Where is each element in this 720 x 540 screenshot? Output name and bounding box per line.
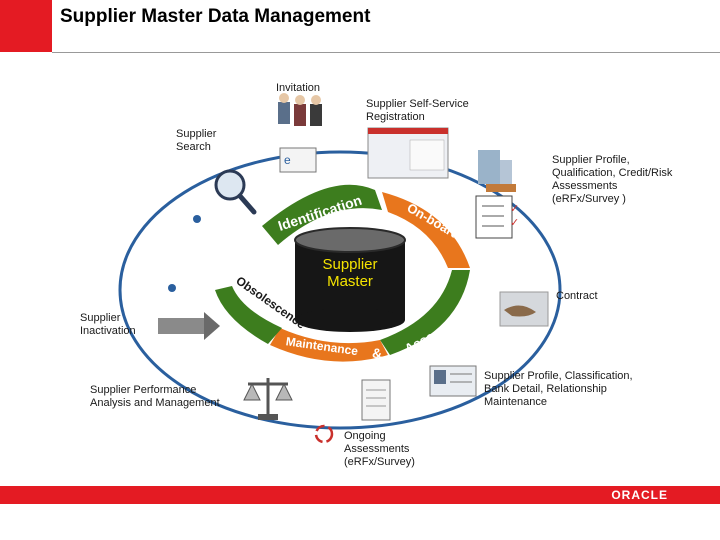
- svg-text:✓: ✓: [510, 202, 519, 215]
- page-title: Supplier Master Data Management: [60, 6, 371, 27]
- label-classification-line3: Maintenance: [484, 396, 547, 408]
- master-label-line1: Supplier: [322, 256, 378, 273]
- checklist-icon: ✓ ✓: [475, 195, 519, 239]
- label-self-service-line2: Registration: [366, 111, 425, 123]
- supplier-master-label: Supplier Master: [300, 256, 400, 290]
- label-profile-line4: (eRFx/Survey ): [552, 193, 626, 205]
- label-performance-line1: Supplier Performance: [90, 384, 197, 396]
- label-self-service-registration: Supplier Self-Service Registration: [366, 98, 469, 124]
- building-icon: [478, 150, 516, 192]
- identification-arc: [262, 184, 382, 245]
- onboarding-arc: [382, 192, 470, 268]
- label-invitation: Invitation: [276, 82, 321, 94]
- label-contract: Contract: [556, 290, 598, 302]
- label-supplier-profile: Supplier Profile, Qualification, Credit/…: [552, 154, 672, 206]
- label-performance-line2: Analysis and Management: [90, 397, 220, 409]
- maintenance-arc: [270, 328, 388, 362]
- label-search-line2: Search: [176, 141, 211, 153]
- clipboard-assessment-icon: [361, 379, 391, 421]
- ring-label-ampersand: &: [372, 345, 382, 361]
- svg-text:e: e: [284, 153, 291, 167]
- magnifier-search-icon: [214, 169, 257, 215]
- handshake-contract-icon: [499, 291, 549, 327]
- label-ongoing-line2: Assessments: [344, 443, 410, 455]
- database-top: [294, 227, 406, 253]
- id-card-icon: [429, 365, 477, 397]
- label-supplier-inactivation: Supplier Inactivation: [80, 312, 136, 338]
- registration-screenshot-icon: [367, 127, 449, 179]
- master-label-line2: Master: [327, 273, 373, 290]
- label-profile-line1: Supplier Profile,: [552, 154, 630, 166]
- label-supplier-classification: Supplier Profile, Classification, Bank D…: [484, 370, 633, 409]
- cycle-arrows-icon: [314, 424, 334, 444]
- label-inactivation-line2: Inactivation: [80, 325, 136, 337]
- label-inactivation-line1: Supplier: [80, 312, 121, 324]
- label-profile-line2: Qualification, Credit/Risk: [552, 167, 673, 179]
- outer-cycle-ring: [118, 150, 562, 430]
- header-divider: [52, 52, 720, 53]
- label-self-service-line1: Supplier Self-Service: [366, 98, 469, 110]
- label-search-line1: Supplier: [176, 128, 217, 140]
- inactivation-arrow-icon: [158, 312, 220, 340]
- label-supplier-performance: Supplier Performance Analysis and Manage…: [90, 384, 220, 410]
- footer-bar: [0, 486, 720, 504]
- label-classification-line1: Supplier Profile, Classification,: [484, 370, 633, 382]
- label-ongoing-line3: (eRFx/Survey): [344, 456, 415, 468]
- label-profile-line3: Assessments: [552, 180, 618, 192]
- obsolescence-arc: [215, 286, 282, 344]
- cycle-node-left-mid: [168, 284, 176, 292]
- label-ongoing-assessments: Ongoing Assessments (eRFx/Survey): [344, 430, 415, 469]
- database-body: [295, 240, 405, 320]
- assessment-arc: [380, 270, 470, 355]
- header-accent-bar: [0, 0, 52, 52]
- oracle-logo: ORACLE: [611, 488, 668, 502]
- database-bottom: [295, 308, 405, 332]
- invitation-people-icon: e: [278, 93, 322, 173]
- label-supplier-search: Supplier Search: [176, 128, 216, 154]
- label-ongoing-line1: Ongoing: [344, 430, 386, 442]
- label-classification-line2: Bank Detail, Relationship: [484, 383, 607, 395]
- scales-performance-icon: [243, 378, 293, 420]
- svg-text:✓: ✓: [510, 216, 519, 229]
- cycle-node-left-top: [193, 215, 201, 223]
